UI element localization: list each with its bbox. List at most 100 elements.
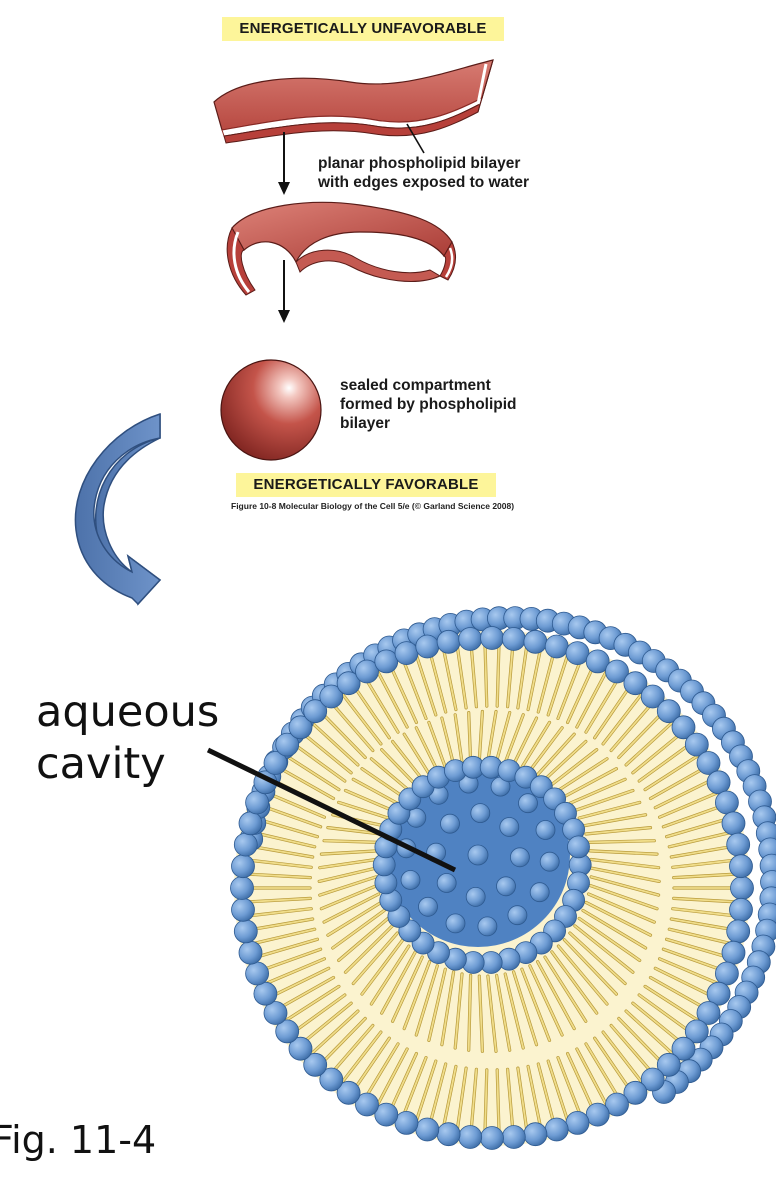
figure-reference: Fig. 11-4: [0, 1118, 157, 1162]
lipid-tail-fill: [671, 859, 736, 869]
outer-leaflet-tails: [246, 642, 738, 1134]
lipid-head: [706, 981, 731, 1006]
lipid-tail-fill: [323, 893, 380, 923]
inner-leaflet-heads: [372, 755, 592, 974]
planar-bilayer-label: planar phospholipid bilayer with edges e…: [318, 154, 529, 192]
lipid-tail-fill: [442, 648, 457, 711]
lipid-head: [567, 835, 590, 859]
lipid-tail-fill: [589, 884, 658, 910]
lipid-tail-fill: [625, 1010, 673, 1054]
lipid-head: [656, 1052, 681, 1077]
lipid-tail-fill: [415, 1060, 437, 1121]
lipid-tail-fill: [593, 685, 631, 739]
lipid-tail-fill: [415, 726, 439, 772]
lipid-tail-fill: [250, 845, 314, 858]
lipid-tail-fill: [318, 876, 377, 896]
lipid-head: [706, 770, 731, 795]
lipid-tail-fill: [544, 740, 587, 781]
lipid-tail-fill: [658, 792, 718, 819]
lipid-tail-fill: [427, 968, 447, 1042]
lipid-head: [671, 1036, 696, 1061]
lipid-tail-fill: [544, 956, 587, 1023]
lipid-head: [231, 897, 255, 922]
lipid-head: [458, 627, 483, 651]
lipid-tail-fill: [662, 805, 723, 828]
lipid-tail-fill: [302, 1002, 353, 1044]
lipid-tail-fill: [302, 732, 353, 774]
lipid-head: [355, 659, 379, 684]
lipid-head: [544, 634, 569, 659]
lipid-tail-fill: [248, 907, 313, 917]
lipid-head: [263, 1001, 288, 1025]
lipid-head: [394, 1111, 419, 1135]
lipid-head: [374, 649, 399, 674]
lipid-tail-fill: [478, 710, 484, 762]
lipid-tail-fill: [326, 901, 383, 937]
lipid-head: [539, 851, 560, 872]
cavity-label-line-1: aqueous: [36, 687, 220, 737]
lipid-tail-fill: [266, 957, 326, 984]
lipid-tail-fill: [331, 1024, 374, 1074]
lipid-tail-fill: [323, 839, 380, 844]
lipid-head: [445, 913, 466, 934]
lipid-tail-fill: [590, 876, 660, 896]
lipid-tail-fill: [649, 976, 706, 1009]
lipid-tail-fill: [285, 985, 340, 1021]
lipid-head: [523, 1122, 548, 1147]
lipid-tail-fill: [566, 665, 595, 724]
lipid-tail-fill: [403, 733, 431, 776]
lipid-head: [288, 1036, 313, 1061]
lipid-tail-fill: [590, 867, 661, 883]
lipid-tail-fill: [582, 909, 647, 949]
lipid-tail-fill: [557, 1056, 582, 1117]
lipid-head: [400, 870, 421, 890]
lipid-tail-fill: [557, 757, 608, 792]
lipid-tail-fill: [590, 858, 660, 869]
lipid-tail-fill: [415, 964, 439, 1036]
lipid-tail-fill: [638, 994, 691, 1033]
lipid-tail-fill: [454, 973, 463, 1049]
lipid-tail-fill: [610, 1024, 653, 1074]
lipid-tail-fill: [563, 767, 618, 798]
lipid-tail-fill: [574, 789, 634, 812]
lipid-head: [275, 732, 300, 757]
lipid-tail-fill: [632, 732, 682, 774]
lipid-tail-fill: [370, 945, 410, 1005]
lipid-tail-fill: [342, 693, 382, 745]
lipid-tail-fill: [536, 733, 576, 776]
lipid-head: [418, 896, 438, 917]
lipid-head: [238, 940, 263, 965]
lipid-tail-fill: [576, 671, 607, 728]
lipid-head: [230, 876, 254, 900]
lipid-head: [585, 649, 610, 674]
lipid-head: [730, 876, 754, 900]
lipid-tail-fill: [247, 873, 312, 879]
lipid-tail-fill: [454, 713, 463, 764]
lipid-tail-fill: [551, 951, 598, 1014]
lipid-tail-fill: [261, 948, 322, 971]
lipid-tail-fill: [440, 971, 455, 1046]
planar-label-line-1: planar phospholipid bilayer: [318, 155, 521, 172]
lipid-tail-fill: [527, 1065, 542, 1128]
lipid-head: [336, 671, 361, 696]
lipid-tail-fill: [610, 702, 653, 752]
lipid-tail-fill: [326, 826, 383, 835]
lipid-tail-fill: [486, 975, 497, 1053]
lipid-tail-fill: [654, 779, 712, 809]
lipid-tail-fill: [671, 907, 736, 917]
lipid-tail-fill: [331, 702, 374, 752]
lipid-head: [470, 803, 491, 823]
figure-caption: Figure 10-8 Molecular Biology of the Cel…: [231, 501, 515, 511]
lipid-tail-fill: [527, 648, 542, 711]
lipid-tail-fill: [496, 1069, 500, 1133]
lipid-tail-fill: [361, 938, 404, 995]
lipid-tail-fill: [566, 1052, 595, 1111]
lipid-head: [231, 854, 255, 879]
lipid-tail-fill: [278, 767, 335, 800]
lipid-tail-fill: [484, 643, 488, 707]
lipid-tail-fill: [365, 678, 399, 733]
cavity-heads: [396, 773, 560, 937]
lipid-tail-fill: [391, 740, 424, 781]
